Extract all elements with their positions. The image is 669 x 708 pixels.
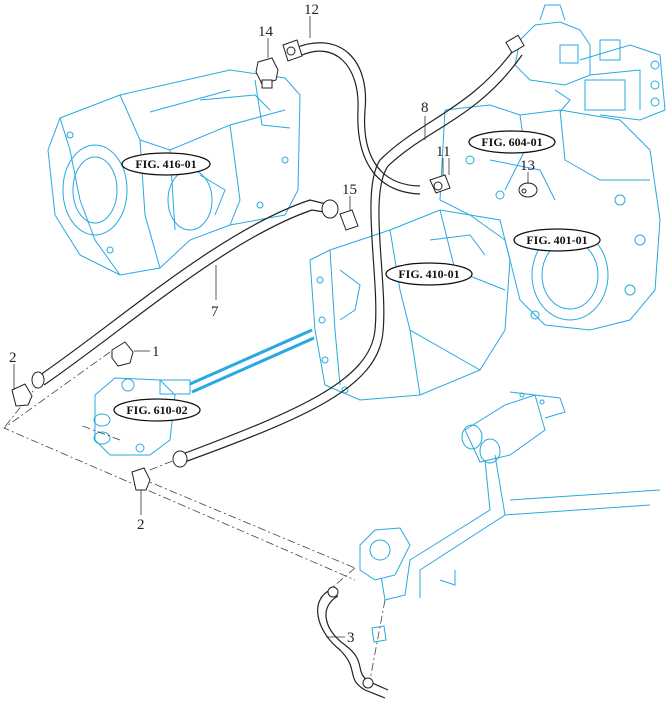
filter-assembly: [461, 391, 566, 464]
fig-ref-610-02-label: FIG. 610-02: [126, 403, 187, 417]
callout-2-left: 2: [9, 350, 17, 366]
fig-ref-610-02[interactable]: FIG. 610-02: [113, 398, 201, 422]
fitting-15: [339, 209, 359, 231]
fig-ref-604-01-label: FIG. 604-01: [481, 135, 542, 149]
callout-11: 11: [436, 144, 450, 160]
hose-12: [282, 39, 421, 195]
callout-numbers: 12 14 8 11 13 15 7 1 2 2 3: [9, 2, 535, 646]
callout-3: 3: [347, 630, 355, 646]
hose-8: [172, 34, 525, 468]
fig-ref-604-01[interactable]: FIG. 604-01: [468, 130, 556, 154]
callout-15: 15: [342, 182, 357, 198]
callout-2-bottom: 2: [137, 517, 145, 533]
valve-block-604: [514, 4, 666, 121]
hose-7: [31, 199, 339, 389]
fig-ref-410-01-label: FIG. 410-01: [398, 267, 459, 281]
control-rods: [189, 328, 315, 394]
callout-7: 7: [211, 304, 219, 320]
fitting-2-left: [11, 383, 33, 407]
fitting-13: [255, 57, 279, 89]
alignment-lines: [3, 351, 386, 681]
fig-ref-401-01[interactable]: FIG. 401-01: [513, 228, 601, 252]
suction-pipe-assembly: [359, 454, 661, 643]
fig-ref-416-01-label: FIG. 416-01: [135, 157, 196, 171]
fig-ref-416-01[interactable]: FIG. 416-01: [121, 152, 211, 176]
callout-12: 12: [304, 2, 319, 18]
fitting-11: [429, 174, 451, 194]
fig-ref-410-01[interactable]: FIG. 410-01: [385, 262, 473, 286]
fitting-14: [518, 182, 538, 198]
callout-8: 8: [421, 100, 429, 116]
fitting-2-bottom: [131, 467, 151, 491]
fitting-1: [111, 341, 134, 367]
transmission-housing-416: [47, 69, 301, 276]
callout-1: 1: [152, 344, 160, 360]
transmission-housing-410: [309, 209, 511, 401]
fig-ref-401-01-label: FIG. 401-01: [526, 233, 587, 247]
leader-lines: [13, 16, 529, 638]
suction-pipe-3: [317, 586, 389, 699]
callout-13: 14: [258, 24, 274, 40]
callout-14: 13: [520, 158, 535, 174]
